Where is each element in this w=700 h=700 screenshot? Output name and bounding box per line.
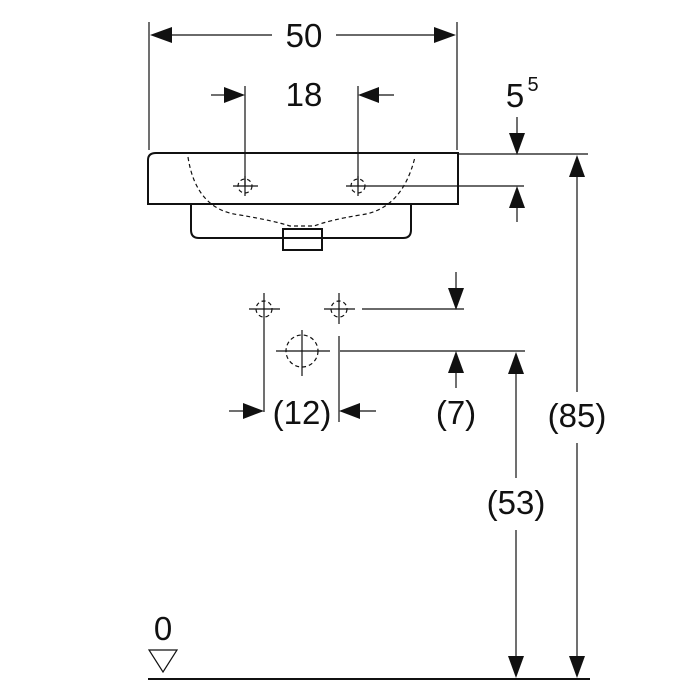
width-dimension: 50 bbox=[148, 17, 458, 150]
supply-spacing-dimension: (12) bbox=[229, 394, 376, 431]
rim-offset-label: 5 bbox=[506, 77, 524, 114]
drain-height-label: (53) bbox=[487, 484, 546, 521]
width-label: 50 bbox=[286, 17, 323, 54]
tap-hole-right-icon bbox=[346, 176, 372, 196]
supply-spacing-arrow-left bbox=[243, 403, 264, 419]
tap-hole-left-icon bbox=[233, 176, 258, 196]
width-arrow-left bbox=[150, 27, 172, 43]
offset-label: (7) bbox=[436, 394, 476, 431]
rim-offset-arrow-down bbox=[509, 133, 525, 155]
supply-right-icon bbox=[324, 293, 355, 422]
offset-arrow-up bbox=[448, 351, 464, 373]
tap-spacing-label: 18 bbox=[286, 76, 323, 113]
drain-connection-icon bbox=[276, 330, 330, 376]
drain-height-arrow-up bbox=[508, 352, 524, 374]
drain-height-arrow-down bbox=[508, 656, 524, 678]
rim-height-label: (85) bbox=[548, 397, 607, 434]
drain-outlet bbox=[282, 228, 323, 251]
offset-arrow-down bbox=[448, 288, 464, 310]
supply-left-icon bbox=[249, 293, 280, 412]
tap-spacing-arrow-left bbox=[224, 87, 245, 103]
rim-offset-dimension: 5 5 bbox=[458, 74, 588, 222]
supply-spacing-arrow-right bbox=[339, 403, 360, 419]
basin-inner-hidden-line bbox=[187, 156, 416, 227]
supply-drain-offset-dimension: (7) bbox=[436, 272, 476, 431]
drain-height-dimension: (53) bbox=[487, 352, 546, 678]
rim-offset-superscript: 5 bbox=[527, 74, 538, 96]
supply-spacing-label: (12) bbox=[273, 394, 332, 431]
connection-points bbox=[249, 293, 525, 422]
tap-hole-spacing-dimension: 18 bbox=[211, 76, 394, 186]
rim-offset-arrow-up bbox=[509, 186, 525, 208]
floor-level-label: 0 bbox=[154, 610, 172, 647]
floor-level: 0 bbox=[147, 610, 590, 680]
width-arrow-right bbox=[434, 27, 456, 43]
washbasin bbox=[147, 152, 524, 251]
rim-height-dimension: (85) bbox=[548, 155, 607, 678]
rim-height-arrow-up bbox=[569, 155, 585, 177]
basin-bowl-outline bbox=[190, 205, 412, 239]
tap-spacing-arrow-right bbox=[358, 87, 379, 103]
rim-height-arrow-down bbox=[569, 656, 585, 678]
floor-level-triangle-icon bbox=[147, 649, 179, 674]
basin-top-outline bbox=[147, 152, 459, 205]
